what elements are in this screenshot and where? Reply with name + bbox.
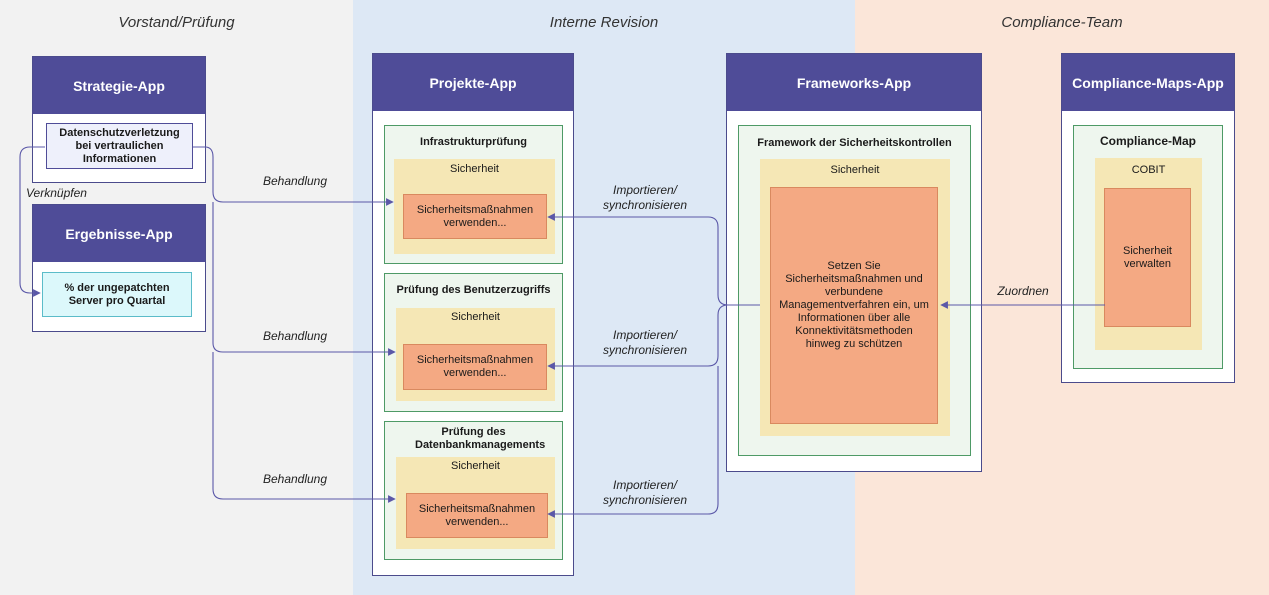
framework-security-controls[interactable]: Framework der Sicherheitskontrollen Sich… [738, 125, 971, 456]
import-sync-label-1: Importieren/ synchronisieren [602, 183, 688, 212]
audit-category-label: Sicherheit [451, 311, 500, 323]
handling-label-1: Behandlung [262, 174, 328, 188]
lane-title-board: Vorstand/Prüfung [118, 14, 235, 31]
audit-task[interactable]: Sicherheitsmaßnahmen verwenden... [403, 344, 547, 390]
audit-category-box: Sicherheit Sicherheitsmaßnahmen verwende… [394, 159, 555, 254]
framework-control-label: Setzen Sie Sicherheitsmaßnahmen und verb… [779, 260, 929, 350]
import-sync-label-2: Importieren/ synchronisieren [602, 328, 688, 357]
link-connector [19, 146, 45, 297]
import-connector-2 [547, 304, 760, 370]
audit-category-label: Sicherheit [451, 460, 500, 472]
lane-title-compliance: Compliance-Team [1001, 14, 1123, 31]
audit-category-label: Sicherheit [450, 163, 499, 175]
results-item-unpatched-servers[interactable]: % der ungepatchten Server pro Quartal [42, 272, 192, 317]
framework-category-label: Sicherheit [830, 164, 880, 176]
results-app[interactable]: Ergebnisse-App % der ungepatchten Server… [32, 204, 206, 332]
compliance-map[interactable]: Compliance-Map COBIT Sicherheit verwalte… [1073, 125, 1223, 369]
compliance-item[interactable]: Sicherheit verwalten [1104, 188, 1191, 327]
audit-infrastructure[interactable]: Infrastrukturprüfung Sicherheit Sicherhe… [384, 125, 563, 264]
audit-category-box: Sicherheit Sicherheitsmaßnahmen verwende… [396, 457, 555, 549]
results-item-label: % der ungepatchten Server pro Quartal [64, 281, 170, 307]
compliance-item-label: Sicherheit verwalten [1123, 244, 1172, 270]
handling-connector-1 [193, 146, 394, 206]
handling-connector-3 [212, 352, 396, 503]
projects-app-title: Projekte-App [373, 54, 573, 111]
import-connector-3 [547, 366, 719, 518]
audit-task-label: Sicherheitsmaßnahmen verwenden... [416, 354, 534, 379]
frameworks-app-title: Frameworks-App [727, 54, 981, 111]
framework-control[interactable]: Setzen Sie Sicherheitsmaßnahmen und verb… [770, 187, 938, 424]
audit-user-access[interactable]: Prüfung des Benutzerzugriffs Sicherheit … [384, 273, 563, 412]
import-connector-1 [547, 213, 760, 306]
audit-task[interactable]: Sicherheitsmaßnahmen verwenden... [406, 493, 548, 538]
audit-title: Infrastrukturprüfung [420, 136, 527, 148]
strategy-app-title: Strategie-App [33, 57, 205, 114]
audit-title: Prüfung des Datenbankmanagements [415, 426, 546, 451]
audit-title: Prüfung des Benutzerzugriffs [396, 284, 551, 296]
handling-connector-2 [212, 202, 396, 356]
audit-task-label: Sicherheitsmaßnahmen verwenden... [416, 203, 534, 229]
compliance-maps-app-title: Compliance-Maps-App [1062, 54, 1234, 111]
compliance-category-label: COBIT [1131, 164, 1166, 176]
results-app-title: Ergebnisse-App [33, 205, 205, 262]
strategy-item-data-breach[interactable]: Datenschutzverletzung bei vertraulichen … [46, 123, 193, 169]
compliance-map-title: Compliance-Map [1099, 134, 1196, 148]
strategy-app[interactable]: Strategie-App Datenschutzverletzung bei … [32, 56, 206, 183]
handling-label-3: Behandlung [262, 472, 328, 486]
audit-category-box: Sicherheit Sicherheitsmaßnahmen verwende… [396, 308, 555, 401]
import-sync-label-3: Importieren/ synchronisieren [602, 478, 688, 507]
link-label: Verknüpfen [26, 186, 87, 200]
handling-label-2: Behandlung [262, 329, 328, 343]
map-label: Zuordnen [997, 284, 1049, 298]
framework-category-box: Sicherheit Setzen Sie Sicherheitsmaßnahm… [760, 159, 950, 436]
framework-title: Framework der Sicherheitskontrollen [757, 137, 952, 149]
strategy-item-label: Datenschutzverletzung bei vertraulichen … [59, 126, 180, 165]
audit-database-management[interactable]: Prüfung des Datenbankmanagements Sicherh… [384, 421, 563, 560]
compliance-category-box: COBIT Sicherheit verwalten [1095, 158, 1202, 350]
audit-task-label: Sicherheitsmaßnahmen verwenden... [418, 502, 536, 528]
lane-title-internal-audit: Interne Revision [549, 14, 659, 31]
audit-task[interactable]: Sicherheitsmaßnahmen verwenden... [403, 194, 547, 239]
